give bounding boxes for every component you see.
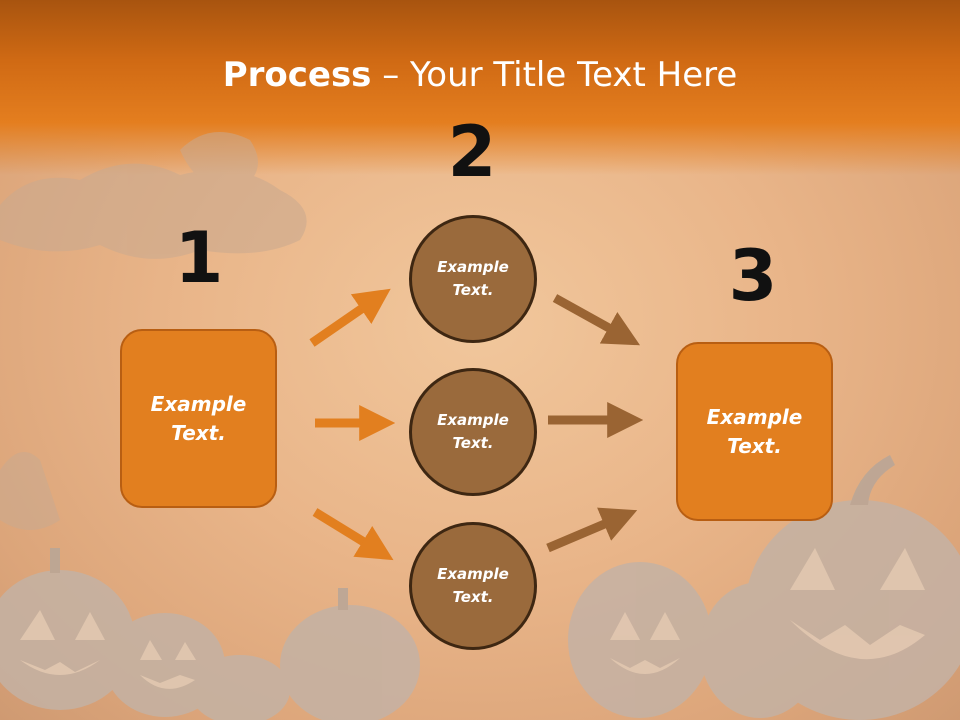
title-rest: – Your Title Text Here bbox=[371, 55, 738, 95]
title-bold: Process bbox=[222, 55, 372, 95]
arrow-1-to-bottom bbox=[312, 508, 394, 561]
step-1-number: 1 bbox=[174, 217, 224, 299]
step-1-text: Example Text. bbox=[150, 391, 247, 445]
step-2-circle-middle: Example Text. bbox=[409, 368, 537, 496]
slide-title: Process – Your Title Text Here bbox=[0, 50, 960, 100]
step-1-box: Example Text. bbox=[120, 329, 277, 508]
arrow-top-to-3 bbox=[552, 294, 641, 346]
step-2-circle-middle-text: Example Text. bbox=[437, 411, 509, 452]
step-3-number: 3 bbox=[728, 235, 778, 317]
step-2-circle-bottom-text: Example Text. bbox=[437, 565, 509, 606]
step-2-circle-top: Example Text. bbox=[409, 215, 537, 343]
step-3-text: Example Text. bbox=[706, 404, 803, 458]
step-2-number: 2 bbox=[447, 111, 497, 193]
arrow-1-to-top bbox=[309, 288, 391, 347]
step-2-circle-top-text: Example Text. bbox=[437, 258, 509, 299]
title-band bbox=[0, 0, 960, 175]
arrow-bottom-to-3 bbox=[546, 507, 638, 553]
step-2-circle-bottom: Example Text. bbox=[409, 522, 537, 650]
step-3-box: Example Text. bbox=[676, 342, 833, 521]
